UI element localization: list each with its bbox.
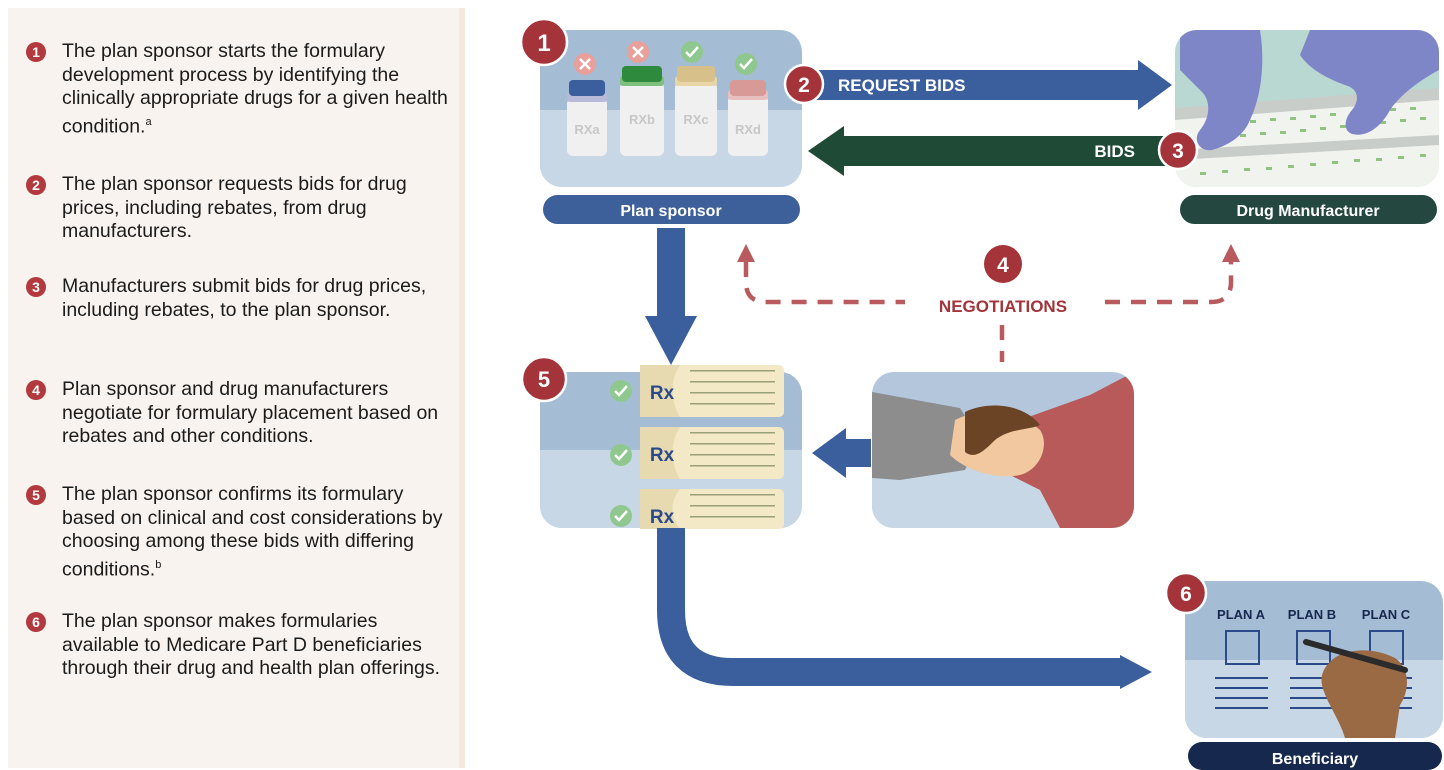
negotiations-connector: [743, 262, 1234, 362]
step-2-number: 2: [26, 175, 46, 195]
plan-a-checkbox: [1225, 630, 1260, 665]
badge-6: 6: [1164, 571, 1208, 615]
step-1-footnote: a: [145, 115, 152, 128]
step-1-number: 1: [26, 42, 46, 62]
check-icon: [610, 505, 632, 527]
svg-text:4: 4: [997, 254, 1009, 277]
step-5: 5 The plan sponsor confirms its formular…: [26, 483, 456, 582]
drug-manufacturer-panel: [1175, 30, 1439, 187]
handshake-panel: [872, 372, 1134, 528]
plan-sponsor-panel: RXa RXb RXc RXd: [540, 30, 802, 187]
beneficiary-label-bg: [1188, 742, 1442, 770]
step-1-text: The plan sponsor starts the formulary de…: [62, 40, 448, 137]
step-3: 3 Manufacturers submit bids for drug pri…: [26, 275, 456, 322]
bottle-rxa: RXa: [567, 80, 607, 156]
plan-a-label: PLAN A: [1217, 607, 1266, 622]
step-2-text: The plan sponsor requests bids for drug …: [62, 173, 407, 242]
svg-text:3: 3: [1172, 140, 1184, 163]
svg-text:5: 5: [538, 367, 550, 392]
badge-2: 2: [783, 63, 825, 105]
negotiation-arrowhead-left: [737, 244, 755, 262]
step-2: 2 The plan sponsor requests bids for dru…: [26, 173, 456, 244]
plan-b-label: PLAN B: [1288, 607, 1336, 622]
bottle-label-rxc: RXc: [683, 112, 708, 127]
reject-icon: [627, 41, 649, 63]
step-6: 6 The plan sponsor makes formularies ava…: [26, 610, 456, 681]
down-arrow: [645, 228, 697, 365]
plan-sponsor-label-bg: [543, 195, 800, 224]
pen-icon: [1303, 639, 1408, 673]
badge-1: 1: [519, 17, 569, 67]
rx-label: Rx: [650, 445, 675, 466]
bottle-rxd: RXd: [728, 80, 768, 156]
drug-manufacturer-label-bg: [1180, 195, 1437, 224]
writing-hand: [1303, 639, 1408, 738]
check-icon: [610, 380, 632, 402]
bottle-rxc: RXc: [675, 66, 717, 156]
step-3-number: 3: [26, 277, 46, 297]
negotiations-label: NEGOTIATIONS: [939, 297, 1067, 316]
step-4-number: 4: [26, 380, 46, 400]
step-3-text: Manufacturers submit bids for drug price…: [62, 275, 427, 321]
step-5-text: The plan sponsor confirms its formulary …: [62, 483, 443, 580]
step-6-text: The plan sponsor makes formularies avail…: [62, 610, 440, 679]
drug-manufacturer-label: Drug Manufacturer: [1236, 203, 1379, 220]
bottle-label-rxd: RXd: [735, 122, 761, 137]
beneficiary-panel: PLAN A PLAN B PLAN C: [1185, 581, 1443, 738]
bids-arrow: BIDS: [808, 126, 1172, 176]
formulary-card: Rx: [640, 427, 784, 479]
check-icon: [735, 53, 757, 75]
curved-arrow: [657, 528, 1152, 689]
negotiation-arrowhead-right: [1222, 244, 1240, 262]
plan-sponsor-label: Plan sponsor: [620, 203, 721, 220]
step-5-footnote: b: [155, 558, 162, 571]
step-4: 4 Plan sponsor and drug manufacturers ne…: [26, 378, 456, 449]
bottle-rxb: RXb: [620, 66, 664, 156]
handshake-to-formulary-arrow: [812, 428, 871, 478]
svg-text:6: 6: [1180, 583, 1192, 606]
badge-4: 4: [984, 245, 1022, 283]
formulary-panel: Rx Rx Rx: [540, 365, 802, 529]
svg-text:1: 1: [537, 30, 550, 57]
step-1: 1 The plan sponsor starts the formulary …: [26, 40, 456, 139]
formulary-card: Rx: [640, 365, 784, 417]
badge-3: 3: [1157, 129, 1199, 171]
request-bids-arrow: REQUEST BIDS: [810, 60, 1172, 110]
formulary-card: Rx: [640, 489, 784, 529]
svg-text:2: 2: [798, 74, 810, 97]
check-icon: [610, 444, 632, 466]
bids-label: BIDS: [1094, 142, 1135, 161]
check-icon: [681, 41, 703, 63]
bottle-label-rxa: RXa: [574, 122, 600, 137]
request-bids-label: REQUEST BIDS: [838, 76, 966, 95]
steps-sidebar: [8, 8, 465, 768]
rx-label: Rx: [650, 507, 675, 528]
reject-icon: [574, 53, 596, 75]
beneficiary-label: Beneficiary: [1272, 751, 1358, 768]
bottle-label-rxb: RXb: [629, 112, 655, 127]
step-5-number: 5: [26, 485, 46, 505]
rx-label: Rx: [650, 383, 675, 404]
step-6-number: 6: [26, 612, 46, 632]
badge-5: 5: [520, 355, 568, 403]
plan-c-label: PLAN C: [1362, 607, 1411, 622]
step-4-text: Plan sponsor and drug manufacturers nego…: [62, 378, 439, 447]
